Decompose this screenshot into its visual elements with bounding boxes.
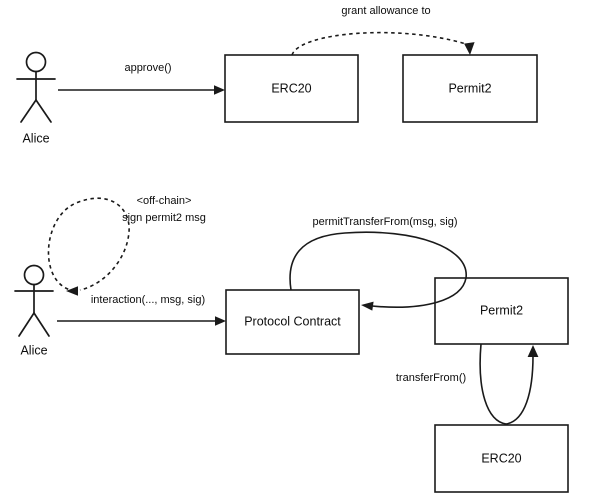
interaction-arrowhead-icon <box>215 316 226 326</box>
edge-approve: approve() <box>58 62 225 95</box>
erc20-top-box <box>224 54 359 123</box>
permit-transfer-from-edge-label: permitTransferFrom(msg, sig) <box>312 216 457 228</box>
transfer-from-edge-label: transferFrom() <box>396 372 466 384</box>
permit2-top-label: Permit2 <box>448 81 491 95</box>
permit-transfer-from-arrowhead-icon <box>361 301 374 311</box>
actor-leg-left-icon <box>18 312 35 337</box>
actor-head-icon <box>23 264 45 286</box>
actor-alice-top: Alice <box>16 51 56 145</box>
interaction-edge-label: interaction(..., msg, sig) <box>91 294 205 306</box>
erc20-bottom-label: ERC20 <box>481 451 521 465</box>
transfer-from-arrowhead-icon <box>527 345 539 357</box>
offchain-tag-label: <off-chain> <box>137 195 192 207</box>
actor-leg-right-icon <box>35 99 52 123</box>
grant-allowance-edge-path <box>291 31 467 56</box>
transfer-from-edge-path <box>479 343 534 425</box>
edge-grant-allowance: grant allowance to <box>291 5 475 56</box>
node-erc20-top: ERC20 <box>224 54 359 123</box>
node-erc20-bottom: ERC20 <box>434 424 569 493</box>
edge-transfer-from: transferFrom() <box>396 343 539 425</box>
permit2-bottom-box <box>434 277 569 345</box>
erc20-top-label: ERC20 <box>271 81 311 95</box>
protocol-contract-label: Protocol Contract <box>244 314 341 328</box>
actor-leg-left-icon <box>20 99 37 123</box>
sign-permit2-msg-label: sign permit2 msg <box>122 212 206 224</box>
actor-alice-top-label: Alice <box>22 131 49 145</box>
offchain-sign-arrowhead-icon <box>66 286 78 296</box>
node-permit2-top: Permit2 <box>402 54 538 123</box>
offchain-sign-edge-path <box>47 197 130 292</box>
approve-edge-label: approve() <box>124 62 171 74</box>
actor-leg-right-icon <box>33 312 50 337</box>
erc20-bottom-box <box>434 424 569 493</box>
node-permit2-bottom: Permit2 <box>434 277 569 345</box>
actor-alice-bottom-label: Alice <box>20 343 47 357</box>
edge-offchain-sign: <off-chain> sign permit2 msg <box>47 195 206 296</box>
edge-permit-transfer-from: permitTransferFrom(msg, sig) <box>289 216 467 311</box>
actor-head-icon <box>25 51 47 73</box>
permit-transfer-from-edge-path <box>289 231 467 308</box>
protocol-contract-box <box>225 289 360 355</box>
permit2-bottom-label: Permit2 <box>480 303 523 317</box>
approve-arrowhead-icon <box>214 85 225 95</box>
edge-interaction: interaction(..., msg, sig) <box>57 294 226 326</box>
node-protocol-contract: Protocol Contract <box>225 289 360 355</box>
actor-alice-bottom: Alice <box>14 264 54 357</box>
grant-allowance-arrowhead-icon <box>464 42 475 55</box>
grant-allowance-edge-label: grant allowance to <box>341 5 430 17</box>
